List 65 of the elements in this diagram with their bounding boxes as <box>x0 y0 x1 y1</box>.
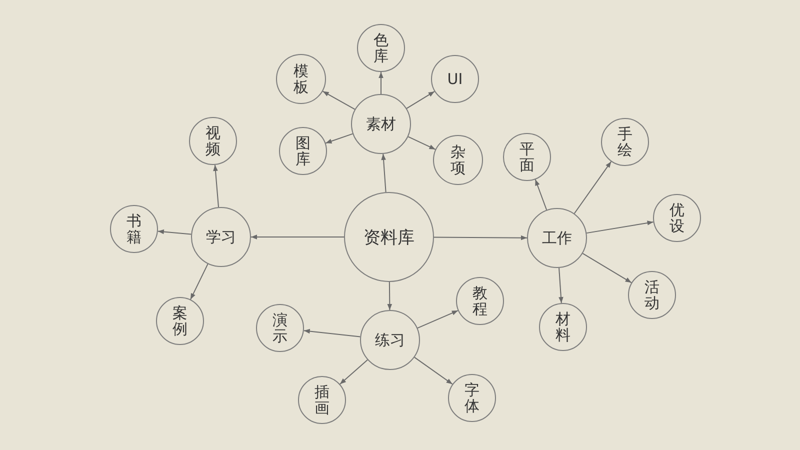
leaf-circle <box>189 117 237 165</box>
leaf-circle <box>279 127 327 175</box>
branch-circle <box>360 310 420 370</box>
node-label: 视频 <box>206 124 220 158</box>
arrow <box>157 229 192 235</box>
leaf-circle <box>503 133 551 181</box>
node-label: 资料库 <box>364 226 414 248</box>
leaf-circle <box>601 118 649 166</box>
leaf-circle <box>298 376 346 424</box>
node-label: 图库 <box>296 134 310 168</box>
leaf-circle <box>357 24 405 72</box>
arrow <box>574 161 612 214</box>
arrow <box>558 267 564 304</box>
node-label: 书籍 <box>126 212 142 246</box>
node-label: 平面 <box>520 140 534 174</box>
arrow <box>325 133 354 144</box>
center-topic-circle <box>344 192 434 282</box>
node-label: 插画 <box>314 384 330 416</box>
leaf-circle <box>539 303 587 351</box>
arrow <box>381 153 386 193</box>
node-label: 演示 <box>272 312 288 344</box>
node-label: 工作 <box>542 228 572 248</box>
arrow <box>534 179 548 210</box>
arrow <box>213 164 219 208</box>
leaf-circle <box>431 55 479 103</box>
node-label: 色库 <box>374 32 388 64</box>
leaf-circle <box>256 304 304 352</box>
arrow <box>414 356 453 385</box>
node-label: 活动 <box>644 278 660 312</box>
leaf-circle <box>276 54 326 104</box>
arrow <box>190 263 208 300</box>
node-label: 案例 <box>172 304 188 338</box>
leaf-circle <box>653 194 701 242</box>
node-label: 手绘 <box>618 126 632 158</box>
arrow <box>303 328 361 338</box>
branch-circle <box>191 207 251 267</box>
node-label: 素材 <box>366 114 396 134</box>
branch-circle <box>351 94 411 154</box>
node-label: 练习 <box>375 330 405 350</box>
arrow <box>417 310 458 329</box>
arrow <box>586 220 654 234</box>
node-label: 杂项 <box>450 144 466 176</box>
arrow <box>408 136 436 150</box>
leaf-circle <box>156 297 204 345</box>
node-label: 模板 <box>294 62 308 96</box>
leaf-circle <box>110 205 158 253</box>
leaf-circle <box>628 271 676 319</box>
branch-circle <box>527 208 587 268</box>
arrow <box>582 252 632 284</box>
arrow <box>434 235 528 240</box>
node-label: 字体 <box>464 382 480 414</box>
node-label: 材料 <box>556 310 570 344</box>
arrow <box>406 90 435 109</box>
arrow <box>378 72 384 94</box>
node-label: 优设 <box>670 202 684 234</box>
node-label: UI <box>447 70 463 88</box>
arrow <box>250 234 344 240</box>
node-label: 学习 <box>206 228 236 246</box>
arrow <box>322 90 356 110</box>
arrow <box>340 359 368 385</box>
node-label: 教程 <box>472 284 488 318</box>
leaf-circle <box>456 277 504 325</box>
arrow <box>387 282 392 310</box>
leaf-circle <box>433 135 483 185</box>
leaf-circle <box>448 374 496 422</box>
